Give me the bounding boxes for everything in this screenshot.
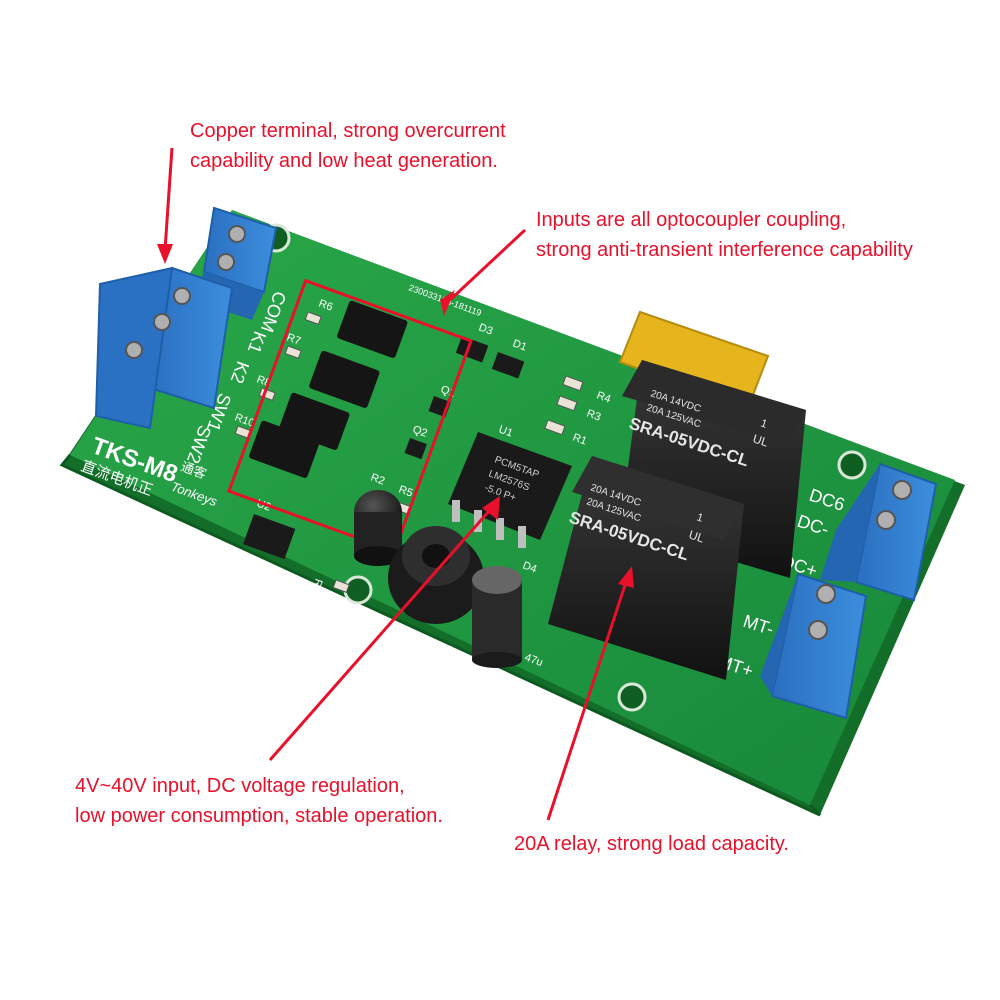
callout-inputs-line1: Inputs are all optocoupler coupling, [536, 209, 847, 231]
relay-front-pin: 1 [695, 511, 705, 524]
ref-r9: R9 [308, 577, 324, 594]
ref-d4: D4 [521, 560, 538, 576]
relay-top-pin: 1 [759, 417, 769, 430]
ref-u1: U1 [497, 424, 514, 440]
ref-q2: Q2 [411, 424, 429, 440]
callout-copper-terminal: Copper terminal, strong overcurrent capa… [190, 116, 506, 176]
optocoupler-highlight-box [227, 278, 473, 554]
ref-d3: D3 [477, 322, 494, 338]
ref-r7: R7 [285, 332, 302, 348]
annotation-arrows [157, 147, 634, 821]
ref-r2: R2 [369, 472, 386, 488]
callout-relay-line1: 20A relay, strong load capacity. [514, 833, 789, 855]
callout-regulator-line2: low power consumption, stable operation. [75, 805, 443, 827]
ref-cap: 47u [523, 652, 544, 670]
ref-r3: R3 [585, 408, 602, 424]
callout-voltage-regulation: 4V~40V input, DC voltage regulation, low… [75, 771, 443, 831]
optocouplers [249, 300, 408, 478]
terminal-block-right [760, 462, 938, 720]
ref-l1: L1 [439, 642, 455, 657]
callout-inputs-line2: strong anti-transient interference capab… [536, 239, 913, 261]
ref-d1: D1 [511, 338, 528, 354]
regulator-chip: PCM5TAP LM2576S -5.0 P+ [448, 432, 572, 548]
ref-r1: R1 [571, 432, 588, 448]
callout-regulator-line1: 4V~40V input, DC voltage regulation, [75, 775, 405, 797]
relay-top-ul: UL [751, 432, 770, 450]
relay-front: 20A 14VDC 20A 125VAC SRA-05VDC-CL 1 UL [548, 456, 744, 680]
callout-relay: 20A relay, strong load capacity. [514, 829, 789, 859]
smd-components [234, 311, 584, 593]
ref-r5: R5 [397, 484, 414, 500]
ref-r6: R6 [317, 298, 334, 314]
callout-copper-line1: Copper terminal, strong overcurrent [190, 120, 506, 142]
ref-r4: R4 [595, 390, 612, 406]
callout-optocoupler: Inputs are all optocoupler coupling, str… [536, 205, 913, 265]
terminal-block-left [94, 206, 278, 430]
capacitors [354, 490, 522, 668]
relay-front-ul: UL [687, 528, 706, 546]
callout-copper-line2: capability and low heat generation. [190, 150, 498, 172]
